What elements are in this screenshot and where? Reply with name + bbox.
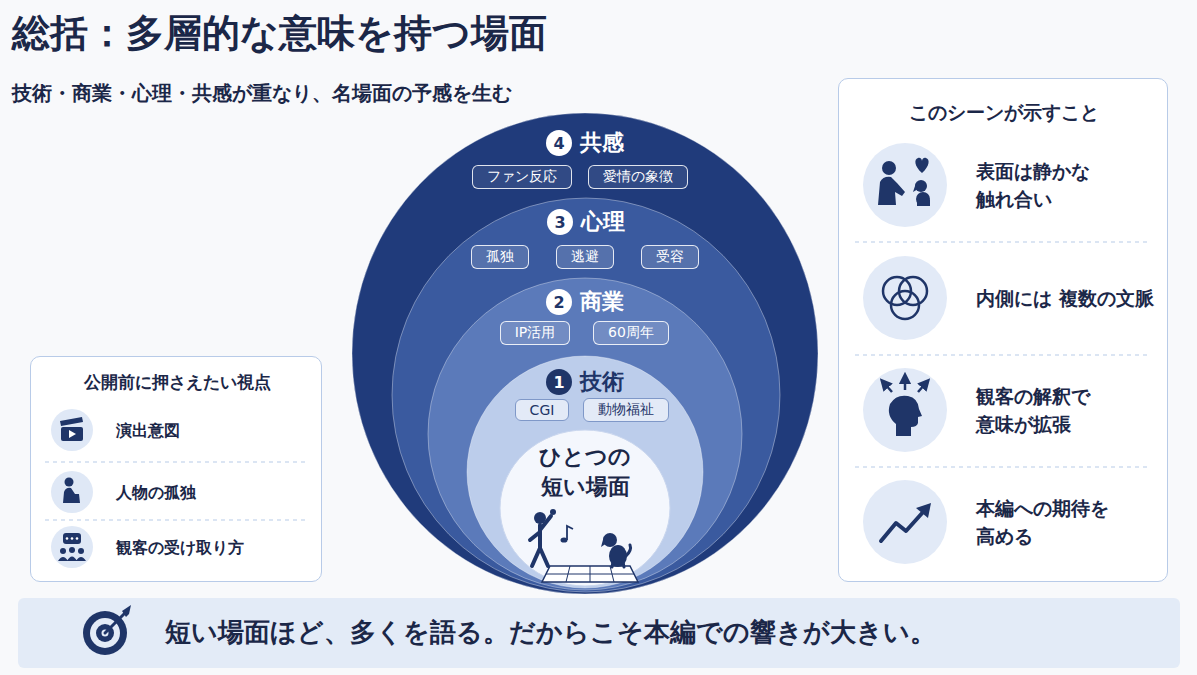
core-scene-circle: ひとつの 短い場面	[500, 430, 670, 586]
keyword-tag: 孤独	[471, 245, 529, 269]
tag-text: 愛情の象徴	[603, 168, 673, 186]
circle-outline	[500, 430, 670, 586]
tag-text: 孤独	[486, 248, 514, 266]
panel-item: 演出意図	[116, 419, 180, 442]
tag-text: 60周年	[608, 324, 654, 342]
layer-number: 3	[547, 209, 573, 235]
tag-text: IP活用	[515, 324, 556, 342]
banner-text: 短い場面ほど、多くを語る。だからこそ本編での響きが大きい。	[165, 614, 936, 652]
info-panel: 公開前に押さえたい視点演出意図人物の孤独観客の受け取り方	[30, 356, 322, 582]
layer-heading: 共感	[580, 128, 624, 158]
layer-circle: 3 心理孤独 逃避 受容 2 商業 IP活用 60周年 1 技術 CGI 動物福祉ひとつの 短い場面	[392, 198, 780, 592]
layer-number: 1	[546, 369, 572, 395]
subtitle: 技術・商業・心理・共感が重なり、名場面の予感を生む	[12, 80, 512, 107]
keyword-tag: ファン反応	[472, 165, 572, 189]
layer-heading: 商業	[580, 287, 624, 317]
layer-heading-row: 1 技術	[467, 367, 703, 397]
panel-item: 観客の受け取り方	[116, 536, 244, 559]
layer-circle: 2 商業 IP活用 60周年 1 技術 CGI 動物福祉ひとつの 短い場面	[428, 278, 742, 590]
info-panel: このシーンが示すこと表面は静かな 触れ合い内側には 複数の文脈観客の解釈で 意味…	[838, 78, 1168, 582]
keyword-tag: 動物福祉	[583, 398, 669, 422]
layer-heading: 技術	[580, 367, 624, 397]
tag-text: ファン反応	[487, 168, 557, 186]
layer-heading: 心理	[581, 207, 625, 237]
layer-heading-row: 4 共感	[352, 128, 818, 158]
layer-circle: 1 技術 CGI 動物福祉ひとつの 短い場面	[467, 356, 703, 588]
keyword-tag: 60周年	[593, 321, 669, 345]
summary-banner: 短い場面ほど、多くを語る。だからこそ本編での響きが大きい。	[18, 598, 1180, 668]
layer-number: 2	[546, 289, 572, 315]
panel-item: 人物の孤独	[116, 481, 196, 504]
panel-heading: 公開前に押さえたい視点	[84, 370, 271, 395]
panel-heading: このシーンが示すこと	[909, 99, 1099, 127]
layer-number: 4	[546, 130, 572, 156]
panel-item: 観客の解釈で 意味が拡張	[976, 383, 1156, 438]
tag-text: 受容	[656, 248, 684, 266]
circle-outline	[392, 198, 780, 592]
keyword-tag: CGI	[515, 399, 570, 421]
keyword-tag: 逃避	[556, 245, 614, 269]
core-text: ひとつの 短い場面	[500, 442, 670, 501]
page-title: 総括：多層的な意味を持つ場面	[12, 8, 547, 59]
circle-outline	[352, 113, 818, 594]
layer-heading-row: 2 商業	[428, 287, 742, 317]
layer-circle: 4 共感ファン反応 愛情の象徴 3 心理孤独 逃避 受容 2 商業 IP活用 60周年 1 技術 CGI 動…	[352, 113, 818, 594]
tag-text: 動物福祉	[598, 401, 654, 419]
circle-outline	[467, 356, 703, 588]
keyword-tag: IP活用	[500, 321, 571, 345]
circle-outline	[428, 278, 742, 590]
panel-item: 本編への期待を 高める	[976, 495, 1156, 550]
layer-heading-row: 3 心理	[392, 207, 780, 237]
tag-text: CGI	[530, 402, 555, 418]
panel-item: 内側には 複数の文脈	[976, 285, 1156, 313]
keyword-tag: 愛情の象徴	[588, 165, 688, 189]
panel-item: 表面は静かな 触れ合い	[976, 158, 1156, 213]
tag-text: 逃避	[571, 248, 599, 266]
keyword-tag: 受容	[641, 245, 699, 269]
